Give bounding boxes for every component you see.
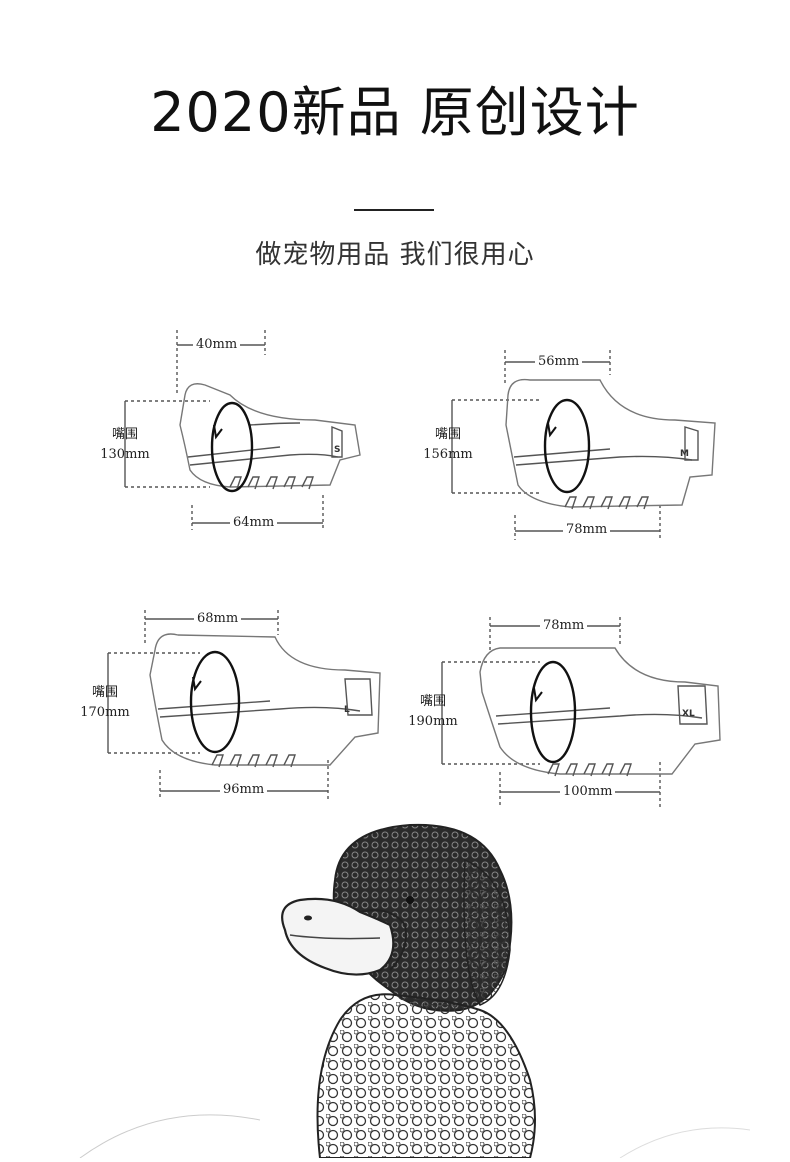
circumference-value: 156mm xyxy=(423,447,473,462)
circumference-value: 130mm xyxy=(100,447,150,462)
circumference-label: 嘴围 170mm xyxy=(70,683,140,723)
circumference-label: 嘴围 156mm xyxy=(408,425,488,465)
circumference-label: 嘴围 190mm xyxy=(398,692,468,732)
size-diagram-xl: 78mm 100mm 嘴围 190mm XL xyxy=(408,612,730,812)
size-mark: XL xyxy=(682,709,695,719)
circumference-title: 嘴围 xyxy=(434,427,461,442)
circumference-title: 嘴围 xyxy=(419,694,446,709)
title-divider xyxy=(354,209,434,211)
size-mark: S xyxy=(334,445,341,455)
tagline: 做宠物用品 我们很用心 xyxy=(255,240,535,270)
circumference-label: 嘴围 130mm xyxy=(80,425,170,465)
poodle-illustration xyxy=(60,820,760,1159)
circumference-title: 嘴围 xyxy=(111,427,138,442)
bottom-length-label: 64mm xyxy=(230,515,278,530)
poodle-muzzle-icon xyxy=(79,823,751,1159)
circumference-title: 嘴围 xyxy=(91,685,118,700)
top-width-label: 78mm xyxy=(540,618,588,633)
muzzle-s-drawing xyxy=(124,330,361,530)
circumference-value: 170mm xyxy=(80,705,130,720)
size-diagram-s: 40mm 64mm 嘴围 130mm S xyxy=(80,325,361,535)
bottom-length-label: 100mm xyxy=(560,784,616,799)
top-width-label: 40mm xyxy=(193,337,241,352)
top-width-label: 56mm xyxy=(535,354,583,369)
size-diagram-l: 68mm 96mm 嘴围 170mm L xyxy=(80,605,390,805)
page-title: 2020新品 原创设计 xyxy=(150,81,640,144)
bottom-length-label: 96mm xyxy=(220,782,268,797)
size-mark: L xyxy=(344,705,350,715)
circumference-value: 190mm xyxy=(408,714,458,729)
muzzle-xl-drawing xyxy=(441,617,721,807)
size-diagram-m: 56mm 78mm 嘴围 156mm M xyxy=(420,345,720,540)
muzzle-l-drawing xyxy=(107,610,381,800)
bottom-length-label: 78mm xyxy=(563,522,611,537)
top-width-label: 68mm xyxy=(194,611,242,626)
size-mark: M xyxy=(680,449,689,459)
